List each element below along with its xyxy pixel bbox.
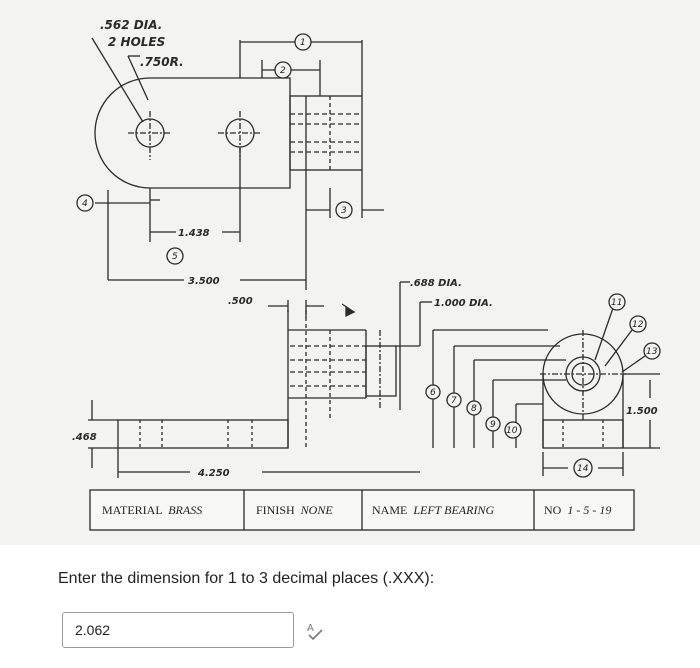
top-view [91, 37, 384, 290]
title-block-material: MATERIAL BRASS [102, 503, 202, 517]
engineering-drawing: .562 DIA. 2 HOLES .750R. 1.438 3.500 .50… [0, 0, 700, 545]
callouts: 1 2 3 4 5 6 7 8 9 10 11 12 13 14 [76, 33, 661, 478]
callout-2: 2 [274, 61, 292, 79]
dimension-labels: .562 DIA. 2 HOLES .750R. 1.438 3.500 .50… [72, 18, 658, 479]
callout-12: 12 [629, 315, 647, 333]
callout-1: 1 [294, 33, 312, 51]
dim-1438-label: 1.438 [178, 228, 210, 239]
callout-13: 13 [643, 342, 661, 360]
question-prompt: Enter the dimension for 1 to 3 decimal p… [58, 570, 435, 587]
dim-468-label: .468 [72, 432, 97, 443]
callout-6: 6 [425, 384, 441, 400]
callout-7: 7 [446, 392, 462, 408]
title-block-finish: FINISH NONE [256, 503, 333, 517]
front-view [88, 281, 432, 478]
dim-1000-label: 1.000 DIA. [434, 298, 493, 309]
svg-text:2: 2 [280, 66, 286, 76]
svg-text:3: 3 [341, 206, 347, 216]
dim-1500-label: 1.500 [626, 406, 658, 417]
svg-text:11: 11 [611, 298, 622, 308]
callout-10: 10 [504, 421, 522, 439]
hole-dia-label: .562 DIA. [100, 18, 162, 32]
callout-11: 11 [608, 293, 626, 311]
title-block: MATERIAL BRASS FINISH NONE NAME LEFT BEA… [89, 489, 635, 531]
callout-9: 9 [485, 416, 501, 432]
side-view [432, 307, 660, 476]
callout-8: 8 [466, 400, 482, 416]
drawing-canvas: .562 DIA. 2 HOLES .750R. 1.438 3.500 .50… [72, 18, 661, 531]
answer-input[interactable] [62, 612, 294, 648]
dim-500-label: .500 [228, 296, 253, 307]
callout-4: 4 [76, 194, 94, 212]
dim-3500-label: 3.500 [188, 276, 220, 287]
dim-4250-label: 4.250 [197, 468, 230, 479]
svg-text:4: 4 [82, 199, 88, 209]
radius-label: .750R. [140, 55, 184, 69]
svg-text:14: 14 [577, 464, 589, 474]
callout-14: 14 [573, 458, 593, 478]
svg-text:A: A [307, 623, 314, 634]
svg-text:7: 7 [451, 396, 457, 406]
svg-text:8: 8 [471, 404, 477, 414]
hole-count-label: 2 HOLES [108, 35, 165, 49]
callout-5: 5 [166, 247, 184, 265]
svg-text:12: 12 [632, 320, 644, 330]
svg-text:6: 6 [430, 388, 436, 398]
svg-text:10: 10 [506, 426, 518, 436]
svg-text:9: 9 [490, 420, 496, 430]
svg-text:13: 13 [646, 347, 658, 357]
title-block-number: NO 1 - 5 - 19 [544, 503, 611, 517]
callout-3: 3 [335, 201, 353, 219]
svg-text:1: 1 [300, 38, 306, 48]
dim-688-label: .688 DIA. [410, 278, 462, 289]
spell-check-icon[interactable]: A [304, 620, 326, 642]
svg-text:5: 5 [172, 252, 178, 262]
title-block-name: NAME LEFT BEARING [372, 503, 494, 517]
